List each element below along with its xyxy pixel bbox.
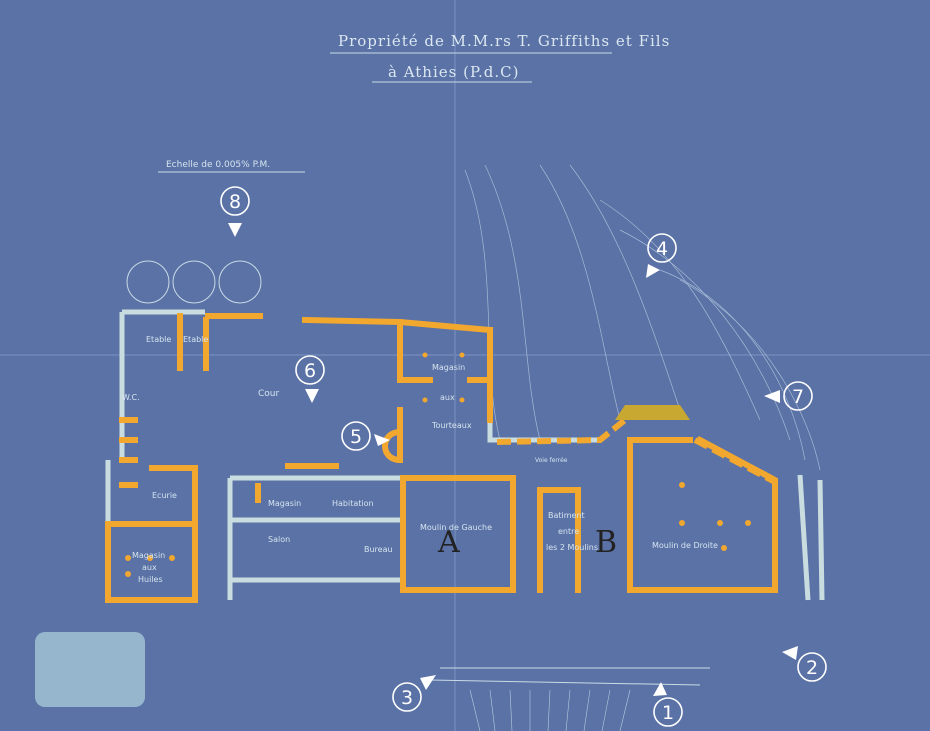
room-etable-1: Etable bbox=[146, 335, 171, 344]
marker-4[interactable]: 4 bbox=[647, 233, 677, 263]
room-magasin-huiles-3: Huiles bbox=[138, 575, 163, 584]
pillars bbox=[125, 352, 751, 577]
label-voie: Voie ferrée bbox=[535, 457, 568, 464]
stain-patch bbox=[35, 632, 145, 707]
room-magasin: Magasin bbox=[268, 499, 301, 508]
marker-6[interactable]: 6 bbox=[295, 355, 325, 385]
marker-2[interactable]: 2 bbox=[797, 652, 827, 682]
title-line2: à Athies (P.d.C) bbox=[388, 63, 519, 81]
marker-6-arrow-icon bbox=[305, 389, 319, 403]
marker-5[interactable]: 5 bbox=[341, 421, 371, 451]
room-cour: Cour bbox=[258, 389, 279, 399]
svg-text:7: 7 bbox=[792, 386, 804, 408]
room-wc: W.C. bbox=[122, 393, 140, 402]
svg-text:5: 5 bbox=[350, 426, 362, 448]
marker-8[interactable]: 8 bbox=[220, 186, 250, 216]
road-hatch bbox=[469, 689, 631, 731]
room-magasin-tourteaux-2: aux bbox=[440, 393, 455, 402]
room-bureau: Bureau bbox=[364, 545, 393, 554]
svg-text:6: 6 bbox=[304, 360, 316, 382]
marker-3[interactable]: 3 bbox=[392, 682, 422, 712]
shaded-structure bbox=[615, 405, 690, 420]
room-magasin-huiles-2: aux bbox=[142, 563, 157, 572]
marker-5-arrow-icon bbox=[374, 434, 390, 446]
scale-label: Echelle de 0.005% P.M. bbox=[166, 160, 270, 170]
room-batiment-1: Batiment bbox=[548, 511, 585, 520]
room-magasin-tourteaux-3: Tourteaux bbox=[431, 421, 472, 430]
room-moulin-droite: Moulin de Droite bbox=[652, 541, 718, 550]
room-batiment-3: les 2 Moulins bbox=[546, 543, 598, 552]
svg-text:3: 3 bbox=[401, 687, 413, 709]
marker-7[interactable]: 7 bbox=[783, 381, 813, 411]
svg-text:8: 8 bbox=[229, 191, 241, 213]
title-line1: Propriété de M.M.rs T. Griffiths et Fils bbox=[338, 32, 670, 50]
room-habitation: Habitation bbox=[332, 499, 374, 508]
room-ecurie: Ecurie bbox=[152, 491, 177, 500]
room-etable-2: Etable bbox=[183, 335, 208, 344]
marker-1[interactable]: 1 bbox=[653, 697, 683, 727]
marker-8-arrow-icon bbox=[228, 223, 242, 237]
letter-b: B bbox=[595, 525, 617, 560]
svg-text:4: 4 bbox=[656, 238, 668, 260]
marker-7-arrow-icon bbox=[764, 390, 780, 403]
svg-text:1: 1 bbox=[662, 702, 674, 724]
room-salon: Salon bbox=[268, 535, 290, 544]
room-magasin-huiles-1: Magasin bbox=[132, 551, 165, 560]
marker-4-arrow-icon bbox=[646, 264, 660, 278]
room-batiment-2: entre bbox=[558, 527, 579, 536]
letter-a: A bbox=[437, 525, 460, 560]
marker-1-arrow-icon bbox=[653, 682, 667, 696]
marker-3-arrow-icon bbox=[420, 675, 436, 690]
room-magasin-tourteaux-1: Magasin bbox=[432, 363, 465, 372]
marker-2-arrow-icon bbox=[782, 646, 798, 660]
room-moulin-gauche: Moulin de Gauche bbox=[420, 523, 492, 532]
river-bank bbox=[464, 164, 821, 471]
svg-text:2: 2 bbox=[806, 657, 818, 679]
